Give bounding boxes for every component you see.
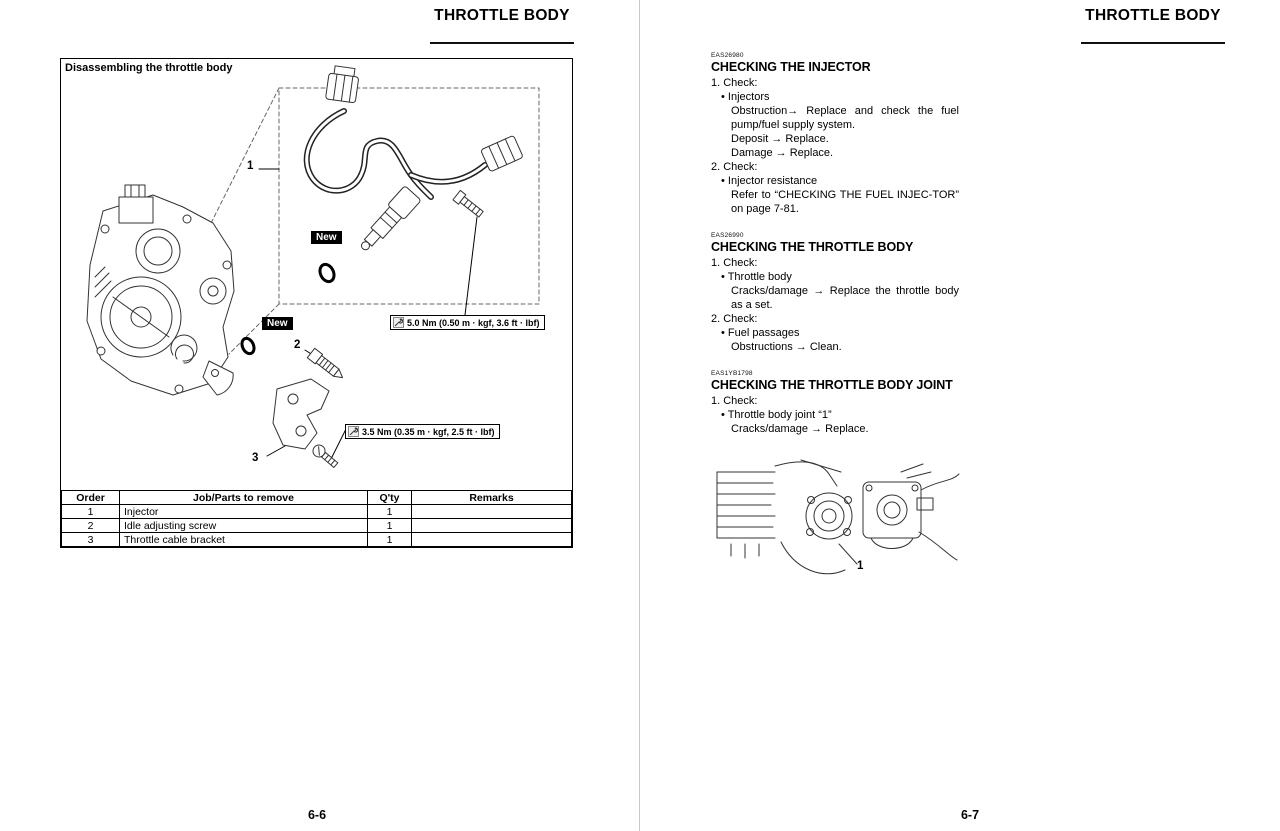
table-row: 1 Injector 1 xyxy=(61,504,572,519)
throttle-body-joint-figure: 1 xyxy=(711,452,963,592)
text-line: Damage → Replace. xyxy=(731,147,834,159)
cell-qty: 1 xyxy=(367,504,412,519)
cell-job: Throttle cable bracket xyxy=(119,532,368,547)
col-header-order: Order xyxy=(61,490,120,505)
cell-order: 3 xyxy=(61,532,120,547)
text-line: Cracks/damage → Replace. xyxy=(731,423,869,435)
section-checking-throttle-body: EAS26990 CHECKING THE THROTTLE BODY 1. C… xyxy=(711,232,959,354)
text-line: • Injectors xyxy=(721,91,770,103)
text-line: 2. Check: xyxy=(711,161,758,173)
text-line: • Fuel passages xyxy=(721,327,800,339)
text-line: Obstructions → Clean. xyxy=(731,341,842,353)
table-row: 2 Idle adjusting screw 1 xyxy=(61,518,572,533)
cell-job: Idle adjusting screw xyxy=(119,518,368,533)
text-line: 1. Check: xyxy=(711,395,758,407)
joint-callout-1: 1 xyxy=(857,560,864,572)
text-line: 1. Check: xyxy=(711,257,758,269)
right-page-text-column: EAS26980 CHECKING THE INJECTOR 1. Check:… xyxy=(711,52,960,592)
torque-spec-1-text: 5.0 Nm (0.50 m · kgf, 3.6 ft · lbf) xyxy=(407,317,540,328)
text-line: • Throttle body xyxy=(721,271,792,283)
col-header-remarks: Remarks xyxy=(411,490,572,505)
wrench-icon xyxy=(393,317,404,328)
new-part-label-2: New xyxy=(262,317,293,330)
cell-remarks xyxy=(411,532,572,547)
cell-qty: 1 xyxy=(367,518,412,533)
text-line: Obstruction→ Replace and check the fuel … xyxy=(731,105,959,131)
text-line: • Injector resistance xyxy=(721,175,818,187)
figure-title: Disassembling the throttle body xyxy=(65,62,233,74)
table-row: 3 Throttle cable bracket 1 xyxy=(61,532,572,547)
section-checking-injector: EAS26980 CHECKING THE INJECTOR 1. Check:… xyxy=(711,52,959,216)
section-title: CHECKING THE THROTTLE BODY xyxy=(711,240,914,254)
cell-remarks xyxy=(411,504,572,519)
torque-spec-2: 3.5 Nm (0.35 m · kgf, 2.5 ft · lbf) xyxy=(345,424,500,439)
section-code: EAS1YB1798 xyxy=(711,370,753,377)
right-page-header: THROTTLE BODY xyxy=(1081,7,1225,44)
new-part-label-1: New xyxy=(311,231,342,244)
cell-order: 2 xyxy=(61,518,120,533)
parts-table-header-row: Order Job/Parts to remove Q'ty Remarks xyxy=(61,490,572,505)
throttle-body-exploded-diagram xyxy=(86,65,540,468)
joint-figure-drawing xyxy=(716,459,960,575)
left-page-number: 6-6 xyxy=(307,808,327,822)
right-page-number: 6-7 xyxy=(960,808,980,822)
section-title: CHECKING THE THROTTLE BODY JOINT xyxy=(711,378,953,392)
cell-job: Injector xyxy=(119,504,368,519)
left-page-header: THROTTLE BODY xyxy=(430,7,574,44)
callout-2: 2 xyxy=(294,339,301,351)
section-title: CHECKING THE INJECTOR xyxy=(711,60,871,74)
text-line: Refer to “CHECKING THE FUEL INJEC-TOR” o… xyxy=(731,189,959,215)
parts-table: Order Job/Parts to remove Q'ty Remarks 1… xyxy=(61,490,572,547)
col-header-job: Job/Parts to remove xyxy=(119,490,368,505)
callout-3: 3 xyxy=(252,452,259,464)
torque-spec-2-text: 3.5 Nm (0.35 m · kgf, 2.5 ft · lbf) xyxy=(362,426,495,437)
torque-spec-1: 5.0 Nm (0.50 m · kgf, 3.6 ft · lbf) xyxy=(390,315,545,330)
disassembly-figure-box: Disassembling the throttle body 1 2 3 Ne… xyxy=(60,58,573,548)
text-line: 1. Check: xyxy=(711,77,758,89)
cell-order: 1 xyxy=(61,504,120,519)
page-divider xyxy=(639,0,640,831)
section-checking-throttle-body-joint: EAS1YB1798 CHECKING THE THROTTLE BODY JO… xyxy=(711,370,959,436)
text-line: 2. Check: xyxy=(711,313,758,325)
col-header-qty: Q'ty xyxy=(367,490,412,505)
cell-remarks xyxy=(411,518,572,533)
callout-1: 1 xyxy=(247,160,254,172)
section-code: EAS26980 xyxy=(711,52,744,59)
cell-qty: 1 xyxy=(367,532,412,547)
wrench-icon xyxy=(348,426,359,437)
text-line: Cracks/damage → Replace the throttle bod… xyxy=(731,285,959,311)
text-line: Deposit → Replace. xyxy=(731,133,829,145)
text-line: • Throttle body joint “1” xyxy=(721,409,832,421)
section-code: EAS26990 xyxy=(711,232,744,239)
